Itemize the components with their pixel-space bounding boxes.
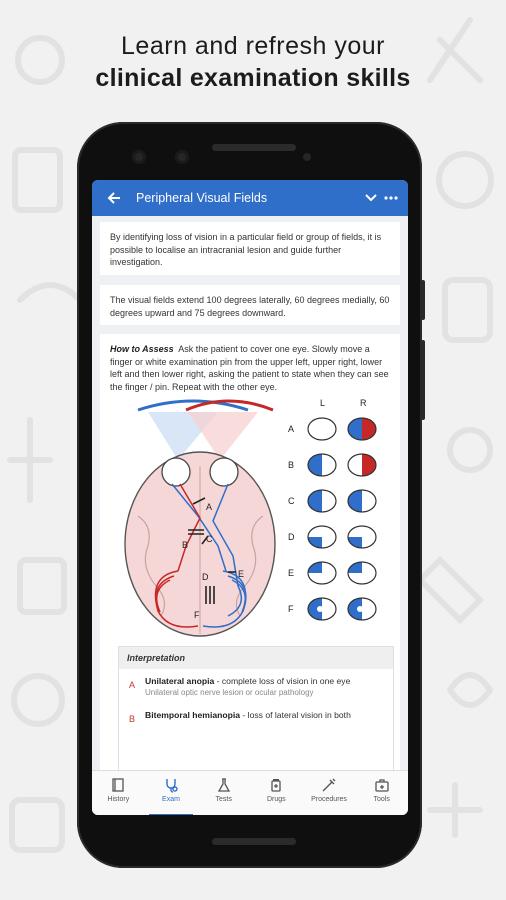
interpretation-desc: - complete loss of vision in one eye	[214, 676, 351, 686]
how-to-label: How to Assess	[110, 344, 174, 354]
field-eye-icon	[347, 489, 377, 513]
app-bar: Peripheral Visual Fields	[92, 180, 408, 216]
intro-paragraph: By identifying loss of vision in a parti…	[110, 232, 382, 267]
field-row-label: C	[288, 496, 295, 506]
interpretation-title: Bitemporal hemianopia	[145, 710, 241, 720]
toolkit-icon	[375, 779, 389, 792]
field-row-label: A	[288, 424, 294, 434]
assessment-card: How to Assess Ask the patient to cover o…	[100, 334, 400, 770]
lesion-label-group: A B C D E F	[182, 502, 244, 620]
left-eye	[161, 457, 191, 487]
extent-card: The visual fields extend 100 degrees lat…	[100, 285, 400, 325]
more-horizontal-icon	[384, 196, 398, 200]
interpretation-sub: Unilateral optic nerve lesion or ocular …	[145, 688, 314, 697]
how-to-text: Ask the patient to cover one eye. Slowly…	[110, 344, 389, 392]
nav-tools[interactable]: Tools	[355, 771, 408, 815]
nav-label: Tools	[373, 796, 390, 803]
front-sensor	[175, 150, 189, 164]
more-options-button[interactable]	[380, 189, 402, 207]
nav-label: Procedures	[311, 796, 347, 803]
lesion-label-c: C	[206, 534, 213, 544]
field-row-label: B	[288, 460, 294, 470]
field-rows: A B C D E F	[288, 417, 377, 621]
headline-line-1: Learn and refresh your	[121, 32, 385, 60]
stethoscope-icon	[166, 779, 178, 793]
field-row-label: E	[288, 568, 294, 578]
field-eye-icon	[307, 525, 337, 549]
field-eye-icon	[347, 525, 377, 549]
page-title: Peripheral Visual Fields	[136, 191, 268, 205]
column-left-label: L	[320, 398, 325, 408]
proximity-sensor	[303, 153, 311, 161]
phone-side-button	[421, 280, 425, 320]
bottom-speaker	[212, 838, 296, 845]
arrow-left-icon	[107, 192, 120, 204]
nav-procedures[interactable]: Procedures	[303, 771, 356, 815]
nav-exam[interactable]: Exam	[145, 771, 198, 815]
interpretation-heading: Interpretation	[119, 647, 393, 669]
lesion-label-a: A	[206, 502, 212, 512]
field-eye-icon	[307, 597, 337, 621]
bottom-navigation: History Exam Tests Drugs Procedures Tool…	[92, 770, 408, 815]
brain-fold-right	[235, 515, 264, 617]
syringe-icon	[322, 778, 336, 792]
field-loss-table: L R	[320, 398, 367, 408]
field-arc-red	[185, 399, 274, 412]
interpretation-panel: Interpretation A Unilateral anopia - com…	[118, 646, 394, 770]
phone-volume-button	[421, 340, 425, 420]
promo-headline: Learn and refresh your clinical examinat…	[0, 30, 506, 94]
interpretation-letter: B	[129, 714, 136, 724]
nav-label: Exam	[162, 796, 180, 803]
field-eye-icon	[307, 561, 337, 585]
interpretation-desc: - loss of lateral vision in both	[240, 710, 351, 720]
lesion-label-b: B	[182, 540, 188, 550]
field-eye-icon	[347, 453, 377, 477]
interpretation-item[interactable]: B Bitemporal hemianopia - loss of latera…	[119, 699, 393, 724]
optic-pathway-blue	[171, 483, 247, 628]
extent-paragraph: The visual fields extend 100 degrees lat…	[110, 295, 390, 318]
nav-label: Tests	[215, 796, 232, 803]
front-camera	[132, 150, 146, 164]
earpiece-speaker	[212, 144, 296, 151]
field-cone-right	[188, 412, 258, 460]
lesion-label-f: F	[194, 610, 200, 620]
nav-label: History	[107, 796, 130, 803]
interpretation-item[interactable]: A Unilateral anopia - complete loss of v…	[119, 669, 393, 699]
expand-button[interactable]	[362, 189, 380, 207]
phone-screen: Peripheral Visual Fields By identifying …	[92, 180, 408, 815]
lesion-marks	[188, 497, 236, 604]
visual-pathway-diagram: A B C D E F L R	[124, 398, 377, 637]
field-arc-blue	[137, 399, 249, 412]
field-eye-icon	[347, 561, 377, 585]
pill-bottle-icon	[271, 779, 281, 792]
field-eye-icon	[307, 453, 337, 477]
content-scroll[interactable]: By identifying loss of vision in a parti…	[92, 216, 408, 770]
lesion-label-e: E	[238, 569, 244, 579]
right-eye	[209, 457, 239, 487]
how-to-paragraph: How to Assess Ask the patient to cover o…	[100, 334, 400, 402]
intro-card: By identifying loss of vision in a parti…	[100, 222, 400, 275]
field-eye-icon	[307, 489, 337, 513]
nav-label: Drugs	[267, 796, 286, 803]
field-row-label: D	[288, 532, 295, 542]
nav-tests[interactable]: Tests	[197, 771, 250, 815]
brain-fold-left	[137, 515, 166, 617]
interpretation-title: Unilateral anopia	[145, 676, 215, 686]
nav-drugs[interactable]: Drugs	[250, 771, 303, 815]
interpretation-letter: A	[129, 680, 136, 690]
book-icon	[112, 778, 124, 792]
lesion-label-d: D	[202, 572, 209, 582]
nav-history[interactable]: History	[92, 771, 145, 815]
chevron-down-icon	[365, 194, 377, 202]
field-eye-icon	[347, 417, 377, 441]
field-row-label: F	[288, 604, 294, 614]
field-eye-icon	[307, 417, 337, 441]
back-button[interactable]	[104, 188, 124, 208]
headline-line-2: clinical examination skills	[95, 64, 411, 92]
flask-icon	[217, 778, 230, 792]
field-eye-icon	[347, 597, 377, 621]
optic-pathway-red	[154, 483, 201, 628]
column-right-label: R	[360, 398, 367, 408]
